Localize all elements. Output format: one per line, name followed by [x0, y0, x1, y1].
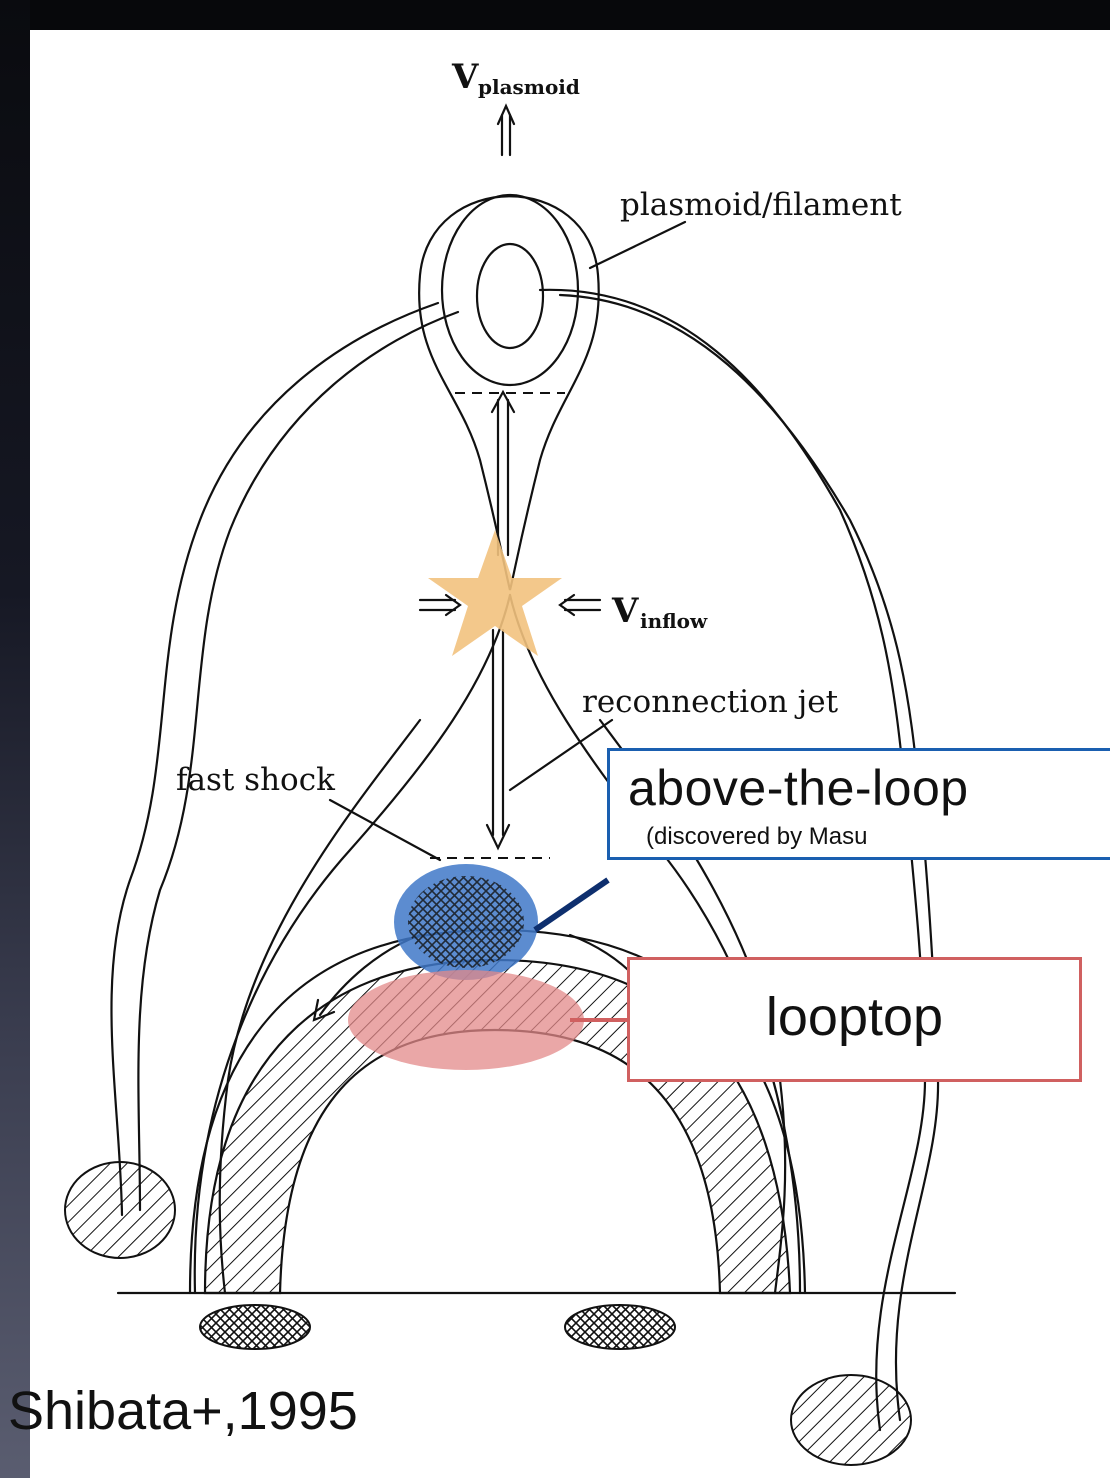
fast-shock-label: fast shock [176, 762, 335, 798]
outer-footpoint-right [791, 1375, 911, 1465]
footpoint-right [565, 1305, 675, 1349]
downward-jet-arrowhead [487, 825, 509, 848]
above-the-loop-title: above-the-loop [628, 759, 969, 817]
upward-jet-arrowhead [492, 392, 514, 412]
above-the-loop-callout: above-the-loop (discovered by Masu [607, 748, 1110, 860]
plasmoid-leader [590, 222, 685, 268]
v-plasmoid-symbol: V [451, 57, 479, 97]
looptop-title: looptop [630, 986, 1079, 1048]
v-plasmoid-subscript: plasmoid [478, 75, 580, 99]
above-the-loop-note: (discovered by Masu [646, 823, 867, 851]
v-plasmoid-arrowhead [498, 106, 514, 124]
looptop-source [348, 970, 584, 1070]
reconnection-jet-label: reconnection jet [582, 684, 839, 720]
plasmoid-core [477, 244, 543, 348]
looptop-callout: looptop [627, 957, 1082, 1082]
above-the-loop-hatch [408, 876, 524, 968]
reconnection-star [428, 530, 562, 656]
jet-leader [510, 720, 612, 790]
outer-footpoint-left [65, 1162, 175, 1258]
footpoint-left [200, 1305, 310, 1349]
v-inflow-symbol: V [611, 591, 639, 631]
v-inflow-subscript: inflow [640, 609, 708, 633]
citation-credit: Shibata+,1995 [8, 1380, 358, 1442]
inflow-arrow-right-head [560, 595, 574, 615]
plasmoid-label: plasmoid/filament [620, 187, 902, 223]
above-the-loop-connector [535, 880, 608, 930]
